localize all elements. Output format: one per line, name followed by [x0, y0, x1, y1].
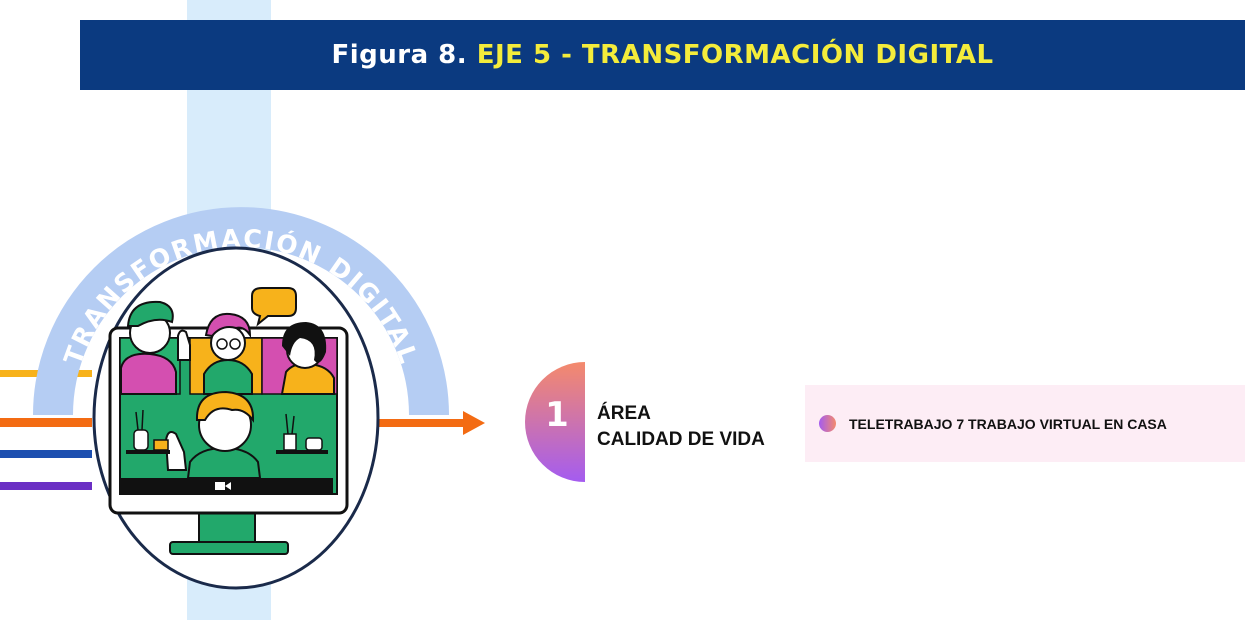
area-number-badge: [525, 362, 585, 482]
figure-title-bar: Figura 8. EJE 5 - TRANSFORMACIÓN DIGITAL: [80, 20, 1245, 90]
area-item-box: TELETRABAJO 7 TRABAJO VIRTUAL EN CASA: [805, 385, 1245, 462]
area-number: 1: [545, 395, 569, 435]
area-label: ÁREA CALIDAD DE VIDA: [597, 401, 765, 453]
orange-line: [0, 418, 92, 427]
figure-title-prefix: Figura 8.: [331, 40, 477, 70]
area-label-line2: CALIDAD DE VIDA: [597, 429, 765, 450]
arc-band: [33, 207, 449, 416]
bullet-dot-icon: [819, 415, 836, 432]
figure-title-highlight: EJE 5 - TRANSFORMACIÓN DIGITAL: [476, 40, 994, 70]
blue-line: [0, 450, 92, 458]
arrow-head: [463, 411, 485, 435]
area-item-label: TELETRABAJO 7 TRABAJO VIRTUAL EN CASA: [849, 415, 1167, 432]
video-call-monitor-icon: [108, 287, 349, 555]
area-label-line1: ÁREA: [597, 403, 651, 424]
arrow-shaft: [370, 419, 465, 427]
purple-line: [0, 482, 92, 490]
